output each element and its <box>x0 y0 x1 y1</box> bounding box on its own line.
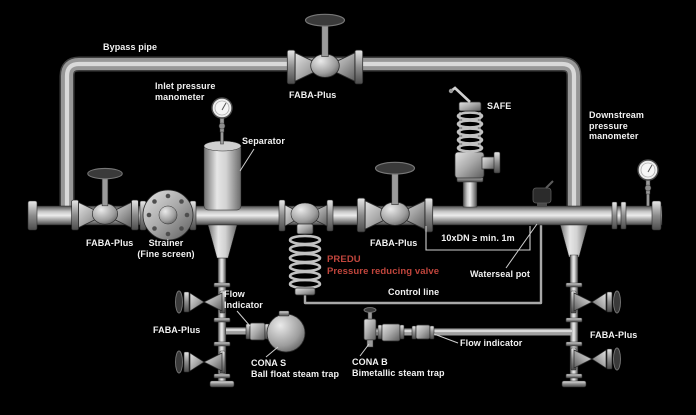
cona-b-bimetallic-steam-trap <box>363 307 405 348</box>
label-predu-subtitle: Pressure reducing valve <box>327 266 440 277</box>
separator-vessel <box>203 140 242 259</box>
control-line-pipe <box>303 224 543 305</box>
safe-safety-valve <box>448 86 501 208</box>
label-predu-title: PREDU <box>327 254 361 265</box>
faba-plus-drain-valve-upper-left <box>175 290 226 314</box>
label-faba-plus-top: FABA-Plus <box>289 90 337 100</box>
label-flow-indicator-right: Flow indicator <box>460 338 523 348</box>
label-waterseal-pot: Waterseal pot <box>470 269 530 279</box>
faba-plus-valve-bypass <box>286 13 364 85</box>
leader-lines <box>236 148 538 358</box>
label-faba-plus-left: FABA-Plus <box>86 238 134 248</box>
label-distance-note: 10xDN ≥ min. 1m <box>441 233 515 243</box>
waterseal-pot <box>532 180 554 207</box>
faba-plus-valve-center <box>356 161 434 233</box>
separator-drain-pipe <box>209 257 235 388</box>
label-downstream-pressure-manometer: Downstream pressure manometer <box>589 110 645 142</box>
faba-plus-drain-valve-lower-left <box>175 350 226 374</box>
faba-plus-valve-left <box>71 167 139 231</box>
label-faba-plus-center: FABA-Plus <box>370 238 418 248</box>
faba-plus-drain-valve-lower-right <box>570 347 621 371</box>
label-strainer: Strainer (Fine screen) <box>137 238 195 259</box>
label-bypass-pipe: Bypass pipe <box>103 42 158 52</box>
label-safe-valve: SAFE <box>487 101 512 111</box>
downstream-pressure-manometer <box>637 159 659 207</box>
predu-pressure-reducing-valve <box>278 199 334 296</box>
label-separator: Separator <box>242 136 285 146</box>
bypass-pipe <box>59 56 582 216</box>
inlet-pressure-manometer <box>211 97 233 145</box>
strainer <box>139 189 197 241</box>
label-faba-plus-bottom-left: FABA-Plus <box>153 325 201 335</box>
label-inlet-pressure-manometer: Inlet pressure manometer <box>155 81 216 102</box>
label-control-line: Control line <box>388 287 440 297</box>
distance-bracket <box>425 226 531 251</box>
drain-pocket-pipe <box>559 223 589 388</box>
label-cona-s: CONA S Ball float steam trap <box>251 358 340 379</box>
cona-s-ball-float-steam-trap <box>266 310 306 353</box>
label-flow-indicator-left: Flow Indicator <box>224 289 263 310</box>
label-faba-plus-bottom-right: FABA-Plus <box>590 330 638 340</box>
label-cona-b: CONA B Bimetallic steam trap <box>352 357 445 378</box>
flow-indicator-right <box>411 324 435 340</box>
faba-plus-drain-valve-upper-right <box>570 290 621 314</box>
